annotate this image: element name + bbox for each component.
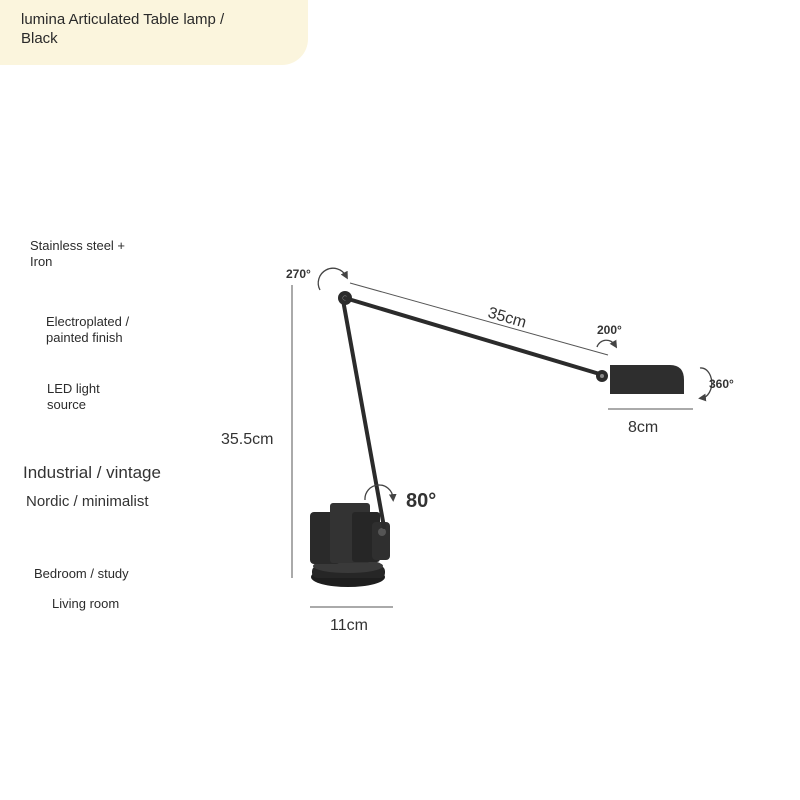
rotate-arrow-icon [364, 484, 397, 502]
lamp-lower-arm [341, 298, 386, 529]
arm-length-label: 35cm [486, 305, 528, 332]
lamp-base-block [310, 503, 390, 564]
rotate-arrow-icon [317, 267, 348, 291]
lamp-head [610, 365, 684, 394]
feature-room-secondary: Living room [52, 596, 120, 611]
feature-style-primary: Industrial / vintage [23, 463, 161, 482]
lamp-upper-arm [343, 296, 605, 377]
rotate-arrow-icon [698, 367, 713, 402]
feature-material: Stainless steel + Iron [30, 238, 126, 269]
product-title: lumina Articulated Table lamp / Black [21, 11, 225, 47]
height-label: 35.5cm [221, 431, 273, 448]
rotation-spin-label: 360° [709, 377, 734, 391]
base-width-label: 11cm [330, 617, 368, 634]
dimension-line-arm [349, 282, 609, 356]
rotation-head-label: 200° [597, 323, 622, 337]
rotation-base-label: 80° [406, 490, 436, 512]
rotate-arrow-icon [596, 339, 618, 349]
feature-room-primary: Bedroom / study [34, 566, 129, 581]
feature-light-source: LED light source [47, 381, 100, 412]
title-card: lumina Articulated Table lamp / Black [0, 0, 308, 65]
feature-style-secondary: Nordic / minimalist [26, 493, 149, 510]
rotation-top-label: 270° [286, 267, 311, 281]
feature-finish: Electroplated / painted finish [46, 314, 130, 345]
head-width-label: 8cm [628, 419, 658, 436]
